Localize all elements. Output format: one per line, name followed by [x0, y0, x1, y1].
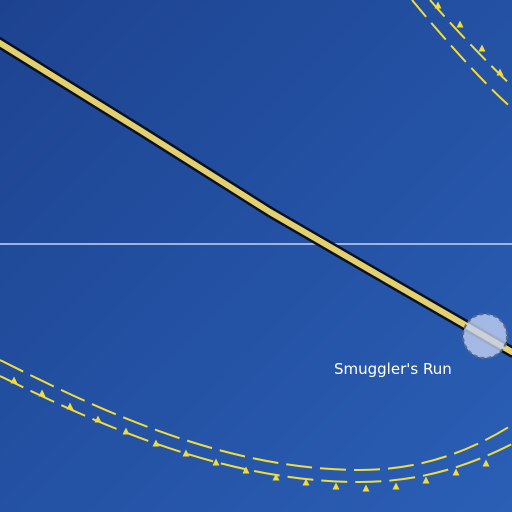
lane-direction-marker	[122, 427, 130, 435]
route-fill	[0, 39, 512, 355]
lane-direction-marker	[496, 68, 504, 76]
lane-direction-marker	[242, 466, 250, 474]
lane-direction-marker	[94, 415, 102, 423]
lane-direction-marker	[272, 473, 280, 481]
lane-direction-marker	[152, 439, 160, 447]
lane-direction-marker	[456, 20, 464, 28]
lane-direction-marker	[422, 476, 430, 484]
lane-direction-marker	[38, 389, 46, 397]
lane-direction-marker	[482, 459, 490, 467]
lane-direction-marker	[212, 458, 220, 466]
main-shipping-route[interactable]	[0, 36, 512, 358]
lane-direction-marker	[332, 482, 340, 490]
upper-traffic-lane	[411, 0, 512, 109]
lane-direction-marker	[302, 478, 310, 486]
lane-direction-marker	[362, 484, 370, 492]
lane-direction-marker	[10, 376, 18, 384]
lane-direction-marker	[182, 449, 190, 457]
lower-traffic-lane	[0, 359, 512, 492]
lane-direction-marker	[392, 482, 400, 490]
lane-direction-marker	[66, 402, 74, 410]
lane-direction-marker	[434, 1, 442, 9]
place-label: Smuggler's Run	[334, 360, 452, 378]
lane-direction-marker	[452, 468, 460, 476]
place-marker-smugglers-run[interactable]: Smuggler's Run	[334, 313, 508, 378]
circle-place-icon[interactable]	[462, 313, 508, 359]
lane-direction-marker	[478, 44, 486, 52]
